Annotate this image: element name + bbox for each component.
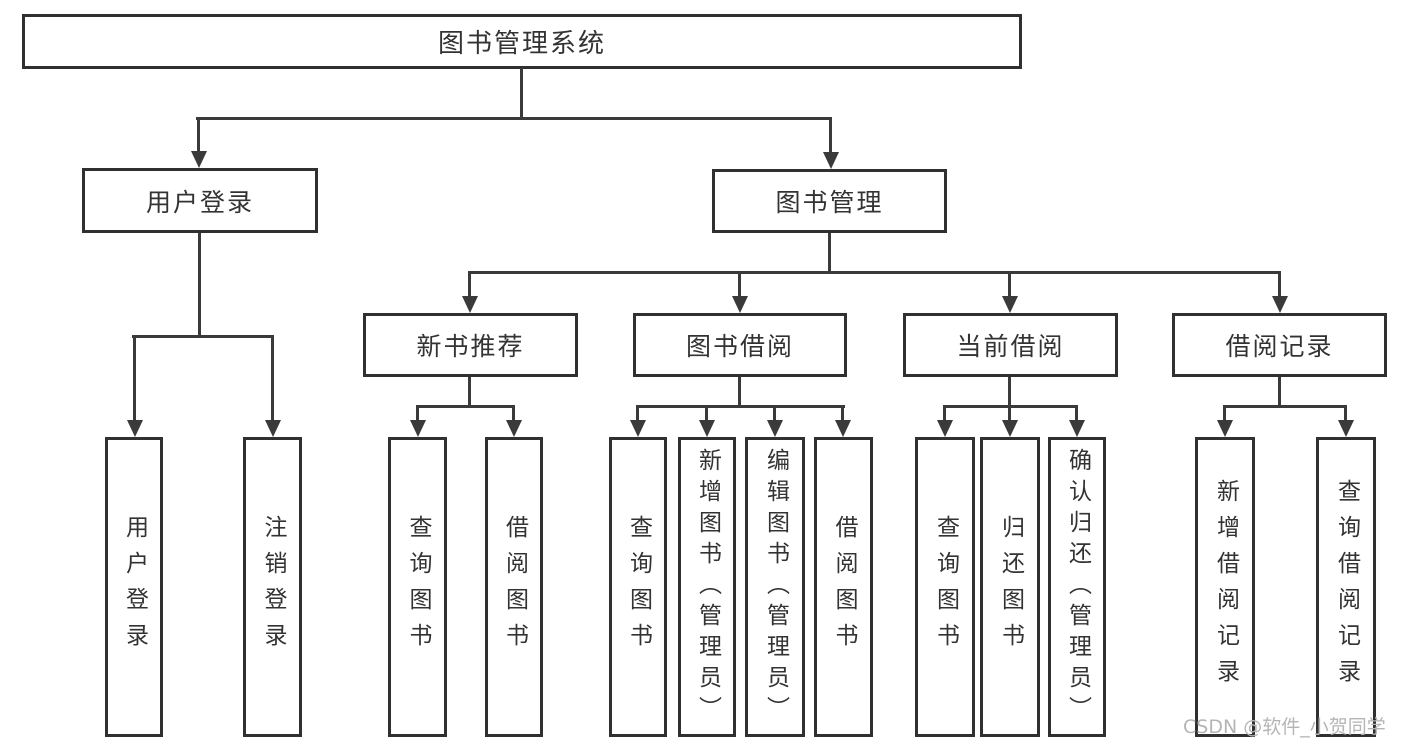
leaf-borrow-books-recommend: 借阅图书 — [485, 437, 543, 737]
connector-line — [416, 405, 515, 408]
node-book-management: 图书管理 — [712, 169, 947, 233]
connector-arrow — [1337, 406, 1354, 437]
leaf-query-borrow-record: 查询借阅记录 — [1316, 437, 1376, 737]
leaf-user-login-label: 用户登录 — [121, 515, 148, 659]
connector-arrow — [766, 406, 783, 437]
connector-line — [520, 68, 523, 120]
connector-line — [738, 377, 741, 408]
connector-arrow — [1001, 406, 1018, 437]
connector-arrow — [461, 272, 478, 313]
leaf-query-books-borrow-label: 查询图书 — [625, 515, 652, 659]
leaf-add-borrow-record-label: 新增借阅记录 — [1212, 479, 1239, 695]
leaf-query-books-recommend: 查询图书 — [388, 437, 447, 737]
connector-arrow — [822, 117, 839, 169]
connector-line — [636, 405, 845, 408]
node-book-borrow: 图书借阅 — [633, 313, 847, 377]
node-book-borrow-label: 图书借阅 — [685, 332, 794, 361]
connector-line — [198, 233, 201, 337]
connector-line — [1223, 405, 1347, 408]
connector-arrow — [936, 406, 953, 437]
connector-arrow — [731, 272, 748, 313]
node-user-login-label: 用户登录 — [145, 187, 254, 217]
connector-arrow — [505, 406, 522, 437]
connector-arrow — [264, 335, 281, 437]
node-current-borrow: 当前借阅 — [903, 313, 1118, 377]
leaf-borrow-books-recommend-label: 借阅图书 — [501, 515, 528, 659]
node-borrow-records: 借阅记录 — [1172, 313, 1387, 377]
leaf-query-books-borrow: 查询图书 — [609, 437, 667, 737]
connector-line — [1278, 377, 1281, 408]
leaf-query-books-current-label: 查询图书 — [932, 515, 959, 659]
node-root: 图书管理系统 — [22, 14, 1022, 69]
leaf-add-books-admin: 新增图书（管理员） — [678, 437, 736, 737]
leaf-confirm-return-admin-label: 确认归还（管理员） — [1064, 447, 1091, 727]
node-root-label: 图书管理系统 — [437, 29, 606, 59]
leaf-add-borrow-record: 新增借阅记录 — [1195, 437, 1255, 737]
connector-arrow — [698, 406, 715, 437]
leaf-borrow-books-borrow: 借阅图书 — [814, 437, 873, 737]
leaf-return-books-label: 归还图书 — [997, 515, 1024, 659]
connector-arrow — [409, 406, 426, 437]
connector-arrow — [629, 406, 646, 437]
connector-arrow — [1001, 272, 1018, 313]
leaf-borrow-books-borrow-label: 借阅图书 — [831, 515, 857, 659]
connector-line — [828, 233, 831, 274]
leaf-query-books-current: 查询图书 — [915, 437, 975, 737]
leaf-query-books-recommend-label: 查询图书 — [405, 515, 431, 659]
node-book-management-label: 图书管理 — [775, 188, 884, 217]
leaf-logout: 注销登录 — [243, 437, 302, 737]
connector-arrow — [834, 406, 851, 437]
connector-line — [1008, 377, 1011, 408]
connector-line — [468, 377, 471, 408]
node-borrow-records-label: 借阅记录 — [1225, 332, 1334, 361]
leaf-confirm-return-admin: 确认归还（管理员） — [1048, 437, 1106, 737]
leaf-return-books: 归还图书 — [980, 437, 1040, 737]
connector-arrow — [190, 117, 207, 168]
connector-line — [132, 335, 273, 338]
leaf-add-books-admin-label: 新增图书（管理员） — [694, 447, 721, 727]
leaf-user-login: 用户登录 — [105, 437, 163, 737]
connector-line — [468, 271, 1281, 274]
csdn-watermark: CSDN @软件_小贺同学 — [1183, 716, 1386, 738]
connector-arrow — [1068, 406, 1085, 437]
leaf-logout-label: 注销登录 — [260, 515, 286, 659]
connector-arrow — [126, 335, 143, 437]
connector-arrow — [1216, 406, 1233, 437]
node-new-book-recommend-label: 新书推荐 — [416, 332, 525, 361]
leaf-query-borrow-record-label: 查询借阅记录 — [1333, 479, 1360, 695]
node-current-borrow-label: 当前借阅 — [956, 332, 1065, 361]
node-user-login: 用户登录 — [82, 168, 318, 233]
connector-arrow — [1271, 272, 1288, 313]
connector-line — [196, 117, 832, 120]
node-new-book-recommend: 新书推荐 — [363, 313, 578, 377]
leaf-edit-books-admin: 编辑图书（管理员） — [745, 437, 805, 737]
leaf-edit-books-admin-label: 编辑图书（管理员） — [762, 447, 789, 727]
